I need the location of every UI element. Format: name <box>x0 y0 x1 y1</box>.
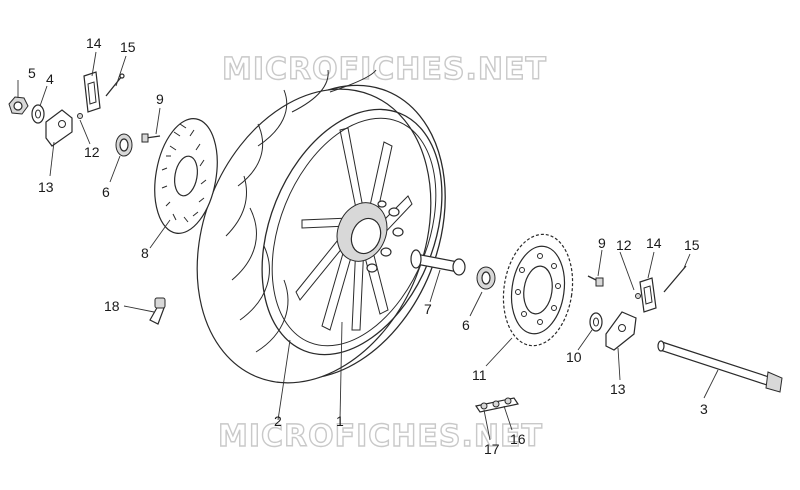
callout-13-right: 13 <box>610 381 626 397</box>
callout-3: 3 <box>700 401 708 417</box>
callout-14-left: 14 <box>86 35 102 51</box>
rear-wheel <box>196 69 466 384</box>
screw-15 <box>105 73 125 97</box>
callout-16: 16 <box>510 431 526 447</box>
chain-link-16-17 <box>475 397 519 413</box>
callout-12-left: 12 <box>84 144 100 160</box>
watermark-bottom: MICROFICHES.NET <box>218 419 543 454</box>
callout-10: 10 <box>566 349 582 365</box>
sprocket-11 <box>502 233 574 347</box>
bearing-6-left <box>115 133 133 157</box>
callout-13-left: 13 <box>38 179 54 195</box>
callout-4: 4 <box>46 71 54 87</box>
nut-5 <box>8 96 29 115</box>
leader-lines <box>17 51 719 441</box>
callout-14-right: 14 <box>646 235 662 251</box>
callout-17: 17 <box>484 441 500 457</box>
spacer-7 <box>410 249 466 276</box>
callout-12-right: 12 <box>616 237 632 253</box>
valve-18 <box>149 297 166 325</box>
callout-5: 5 <box>28 65 36 81</box>
screw-12 <box>77 113 83 119</box>
callout-8: 8 <box>141 245 149 261</box>
bolt-9-right <box>587 275 604 287</box>
screw-15-right <box>663 265 687 293</box>
callout-6-left: 6 <box>102 184 110 200</box>
callout-6-right: 6 <box>462 317 470 333</box>
slider-14 <box>83 71 101 113</box>
callout-1: 1 <box>336 413 344 429</box>
callout-7: 7 <box>424 301 432 317</box>
callout-15-left: 15 <box>120 39 136 55</box>
callout-9-right: 9 <box>598 235 606 251</box>
bolt-9-left <box>141 133 161 143</box>
callout-2: 2 <box>274 413 282 429</box>
brake-disc-8 <box>154 118 218 234</box>
washer-10 <box>589 312 603 332</box>
chain-adjuster-13-right <box>605 311 637 351</box>
callout-9-left: 9 <box>156 91 164 107</box>
callout-labels: 1 2 3 4 5 6 6 7 8 9 9 10 11 12 12 13 13 … <box>28 35 708 457</box>
callout-15-right: 15 <box>684 237 700 253</box>
slider-14-right <box>639 277 657 313</box>
callout-18: 18 <box>104 298 120 314</box>
watermark-top: MICROFICHES.NET <box>222 52 547 87</box>
washer-4 <box>31 104 45 124</box>
chain-adjuster-13 <box>45 109 73 147</box>
screw-12-right <box>635 293 641 299</box>
axle-3 <box>657 340 783 393</box>
callout-11: 11 <box>472 367 487 383</box>
bearing-6-right <box>476 266 496 290</box>
